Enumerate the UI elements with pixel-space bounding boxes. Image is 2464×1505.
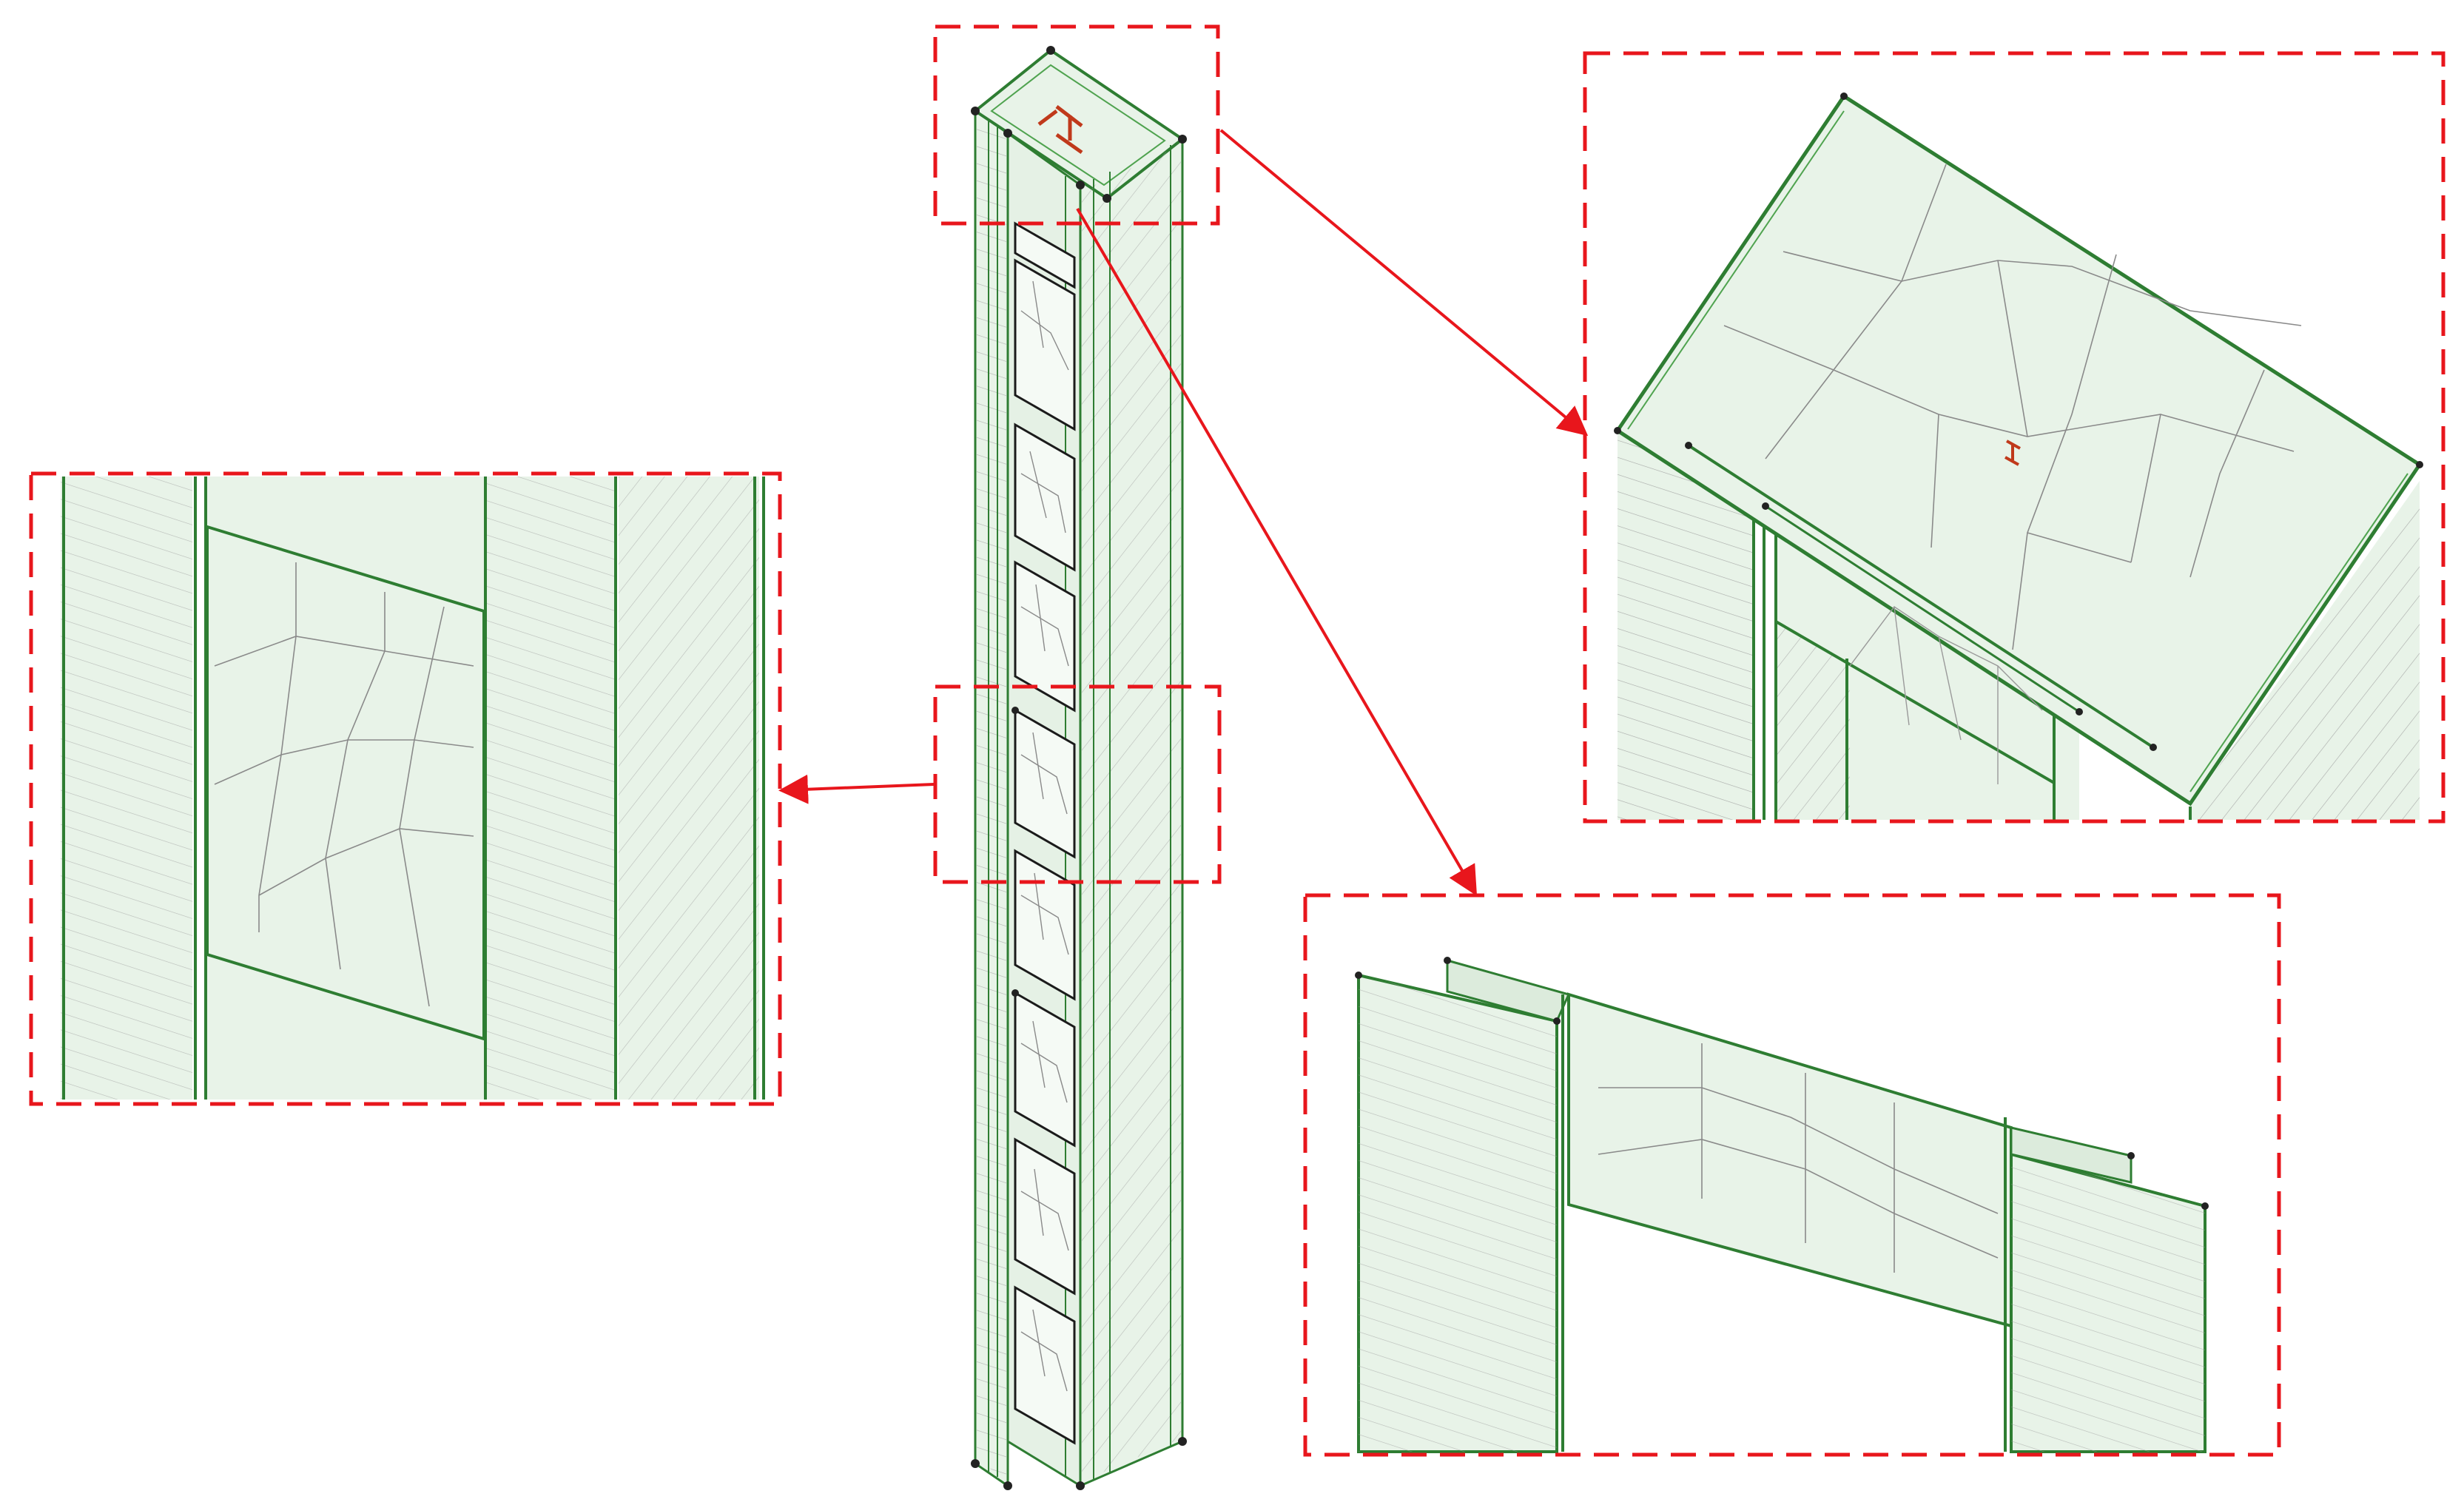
web-opening-region (206, 525, 485, 1041)
arrow-to-top-zoom (1219, 129, 1589, 437)
i-section-icon (1037, 105, 1083, 155)
i-section-icon (2004, 440, 2021, 466)
mid-selection-box (933, 684, 1222, 884)
top-selection-box (933, 24, 1220, 226)
zoom-web-opening (61, 477, 765, 1100)
zoom-top-end-box (1583, 51, 2446, 824)
zoom-top-end (1614, 92, 2423, 820)
lintel-beam (1567, 992, 2013, 1328)
zoom-opening-section (1355, 957, 2209, 1453)
zoom-opening-section-box (1303, 893, 2281, 1457)
column-overview (971, 46, 1187, 1490)
arrow-to-opening-zoom (778, 774, 935, 804)
arrow-to-section-zoom (1076, 207, 1478, 896)
zoom-web-opening-box (29, 471, 782, 1106)
column-top-cap-inner (990, 64, 1166, 186)
web-openings (1014, 221, 1076, 1445)
